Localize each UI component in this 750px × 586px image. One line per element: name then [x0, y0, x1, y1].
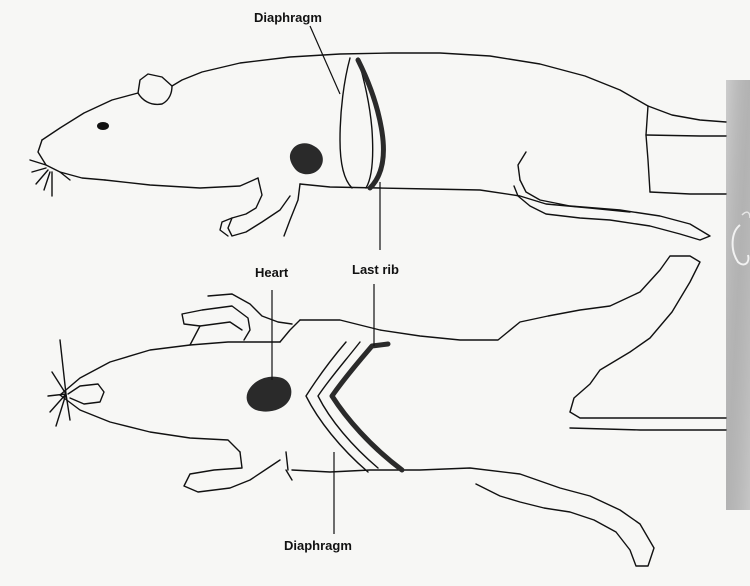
label-heart: Heart	[255, 265, 288, 280]
label-last-rib: Last rib	[352, 262, 399, 277]
rat-eye-icon	[97, 122, 109, 130]
rat-lateral-view-drawing	[30, 53, 726, 240]
leader-lines-bottom	[272, 284, 374, 534]
label-diaphragm-bottom: Diaphragm	[284, 538, 352, 553]
leader-lines-top	[310, 26, 380, 250]
rat-photo-fragment	[726, 80, 750, 510]
heart-shape	[247, 377, 292, 412]
label-diaphragm-top: Diaphragm	[254, 10, 322, 25]
rat-ventral-view-drawing	[48, 256, 726, 566]
heart-shape	[290, 143, 323, 174]
